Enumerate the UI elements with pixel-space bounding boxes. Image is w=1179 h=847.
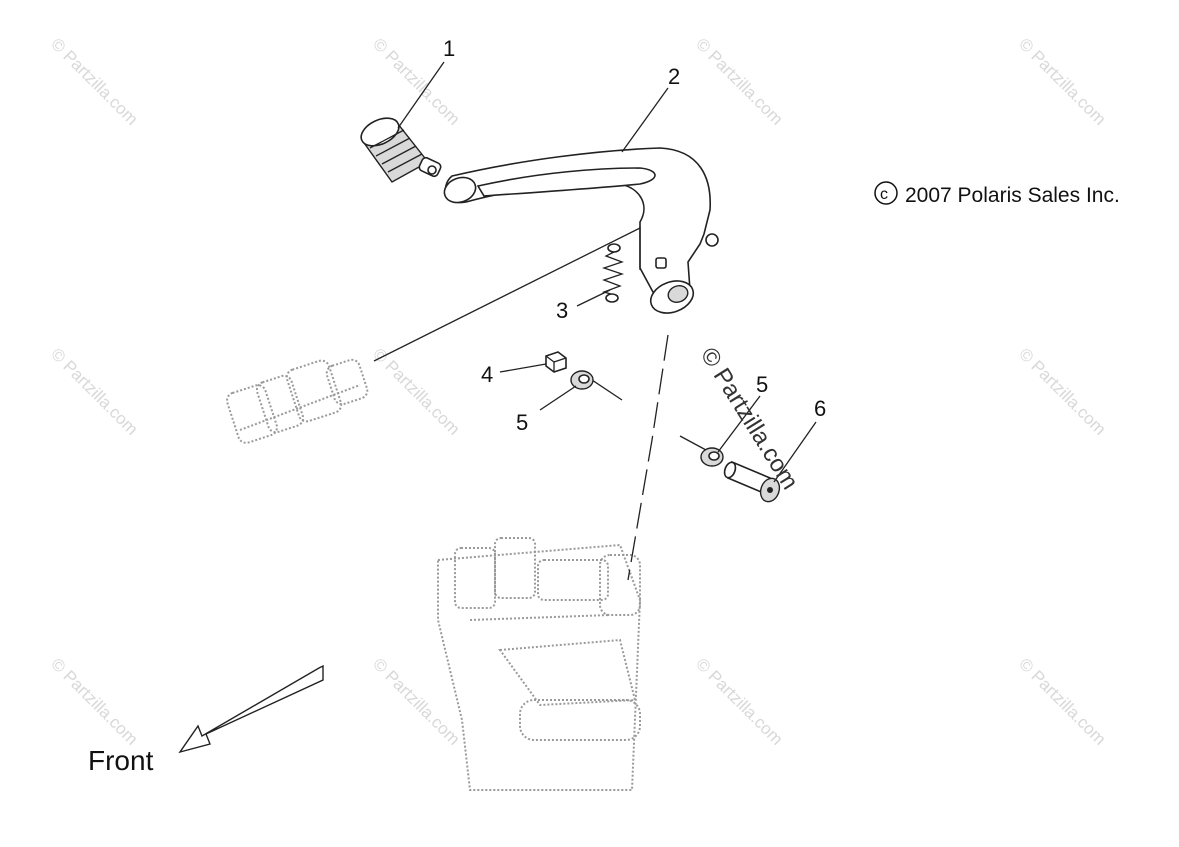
part-washer-upper <box>570 370 594 390</box>
callout-leaders <box>397 61 817 483</box>
watermark: © Partzilla.com <box>47 344 141 438</box>
copyright-text: 2007 Polaris Sales Inc. <box>905 184 1120 207</box>
part-nut <box>545 351 567 373</box>
callout-3: 3 <box>556 298 568 323</box>
pivot-axis-line <box>373 227 641 362</box>
watermark: © Partzilla.com <box>369 344 463 438</box>
assembly-line-5b <box>679 435 707 451</box>
part-foot-peg <box>360 117 442 183</box>
watermark: © Partzilla.com <box>692 34 786 128</box>
callout-2: 2 <box>668 64 680 89</box>
watermark: © Partzilla.com <box>1015 654 1109 748</box>
watermark: © Partzilla.com <box>47 34 141 128</box>
part-return-spring <box>601 243 625 303</box>
ghost-pivot-shaft <box>226 358 369 444</box>
watermark: © Partzilla.com <box>1015 34 1109 128</box>
callout-6: 6 <box>814 396 826 421</box>
copyright-notice: c 2007 Polaris Sales Inc. <box>874 181 1120 207</box>
copyright-symbol: c <box>880 186 888 203</box>
part-washer-lower <box>700 447 724 467</box>
assembly-line-5a <box>591 379 623 401</box>
callout-5-lower: 5 <box>756 372 768 397</box>
watermark: © Partzilla.com <box>1015 344 1109 438</box>
assembly-dashed-line <box>627 334 669 581</box>
callout-1: 1 <box>443 36 455 61</box>
callout-5-upper: 5 <box>516 410 528 435</box>
watermark: © Partzilla.com <box>692 654 786 748</box>
watermark: © Partzilla.com <box>47 654 141 748</box>
front-direction-indicator: Front <box>88 664 324 776</box>
front-arrow-icon <box>178 664 324 754</box>
part-pivot-bolt <box>723 460 781 503</box>
callout-4: 4 <box>481 362 493 387</box>
front-label: Front <box>88 745 154 776</box>
watermark-grid: © Partzilla.com © Partzilla.com © Partzi… <box>47 34 1109 748</box>
part-brake-pedal <box>443 147 719 314</box>
ghost-mount-bracket <box>437 537 642 791</box>
